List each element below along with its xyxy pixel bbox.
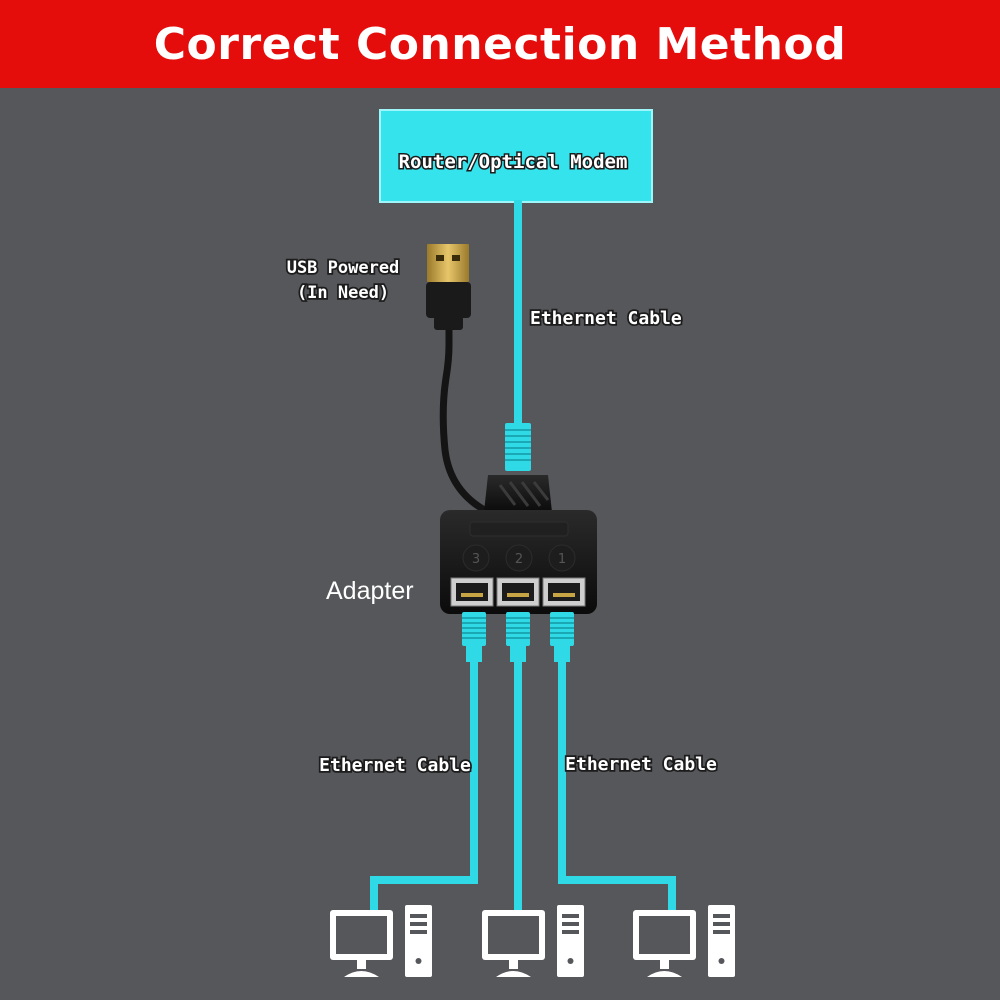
router-label: Router/Optical Modem — [399, 151, 628, 173]
desktop-computer-icon — [330, 905, 432, 977]
uplink-cable-label: Ethernet Cable — [530, 308, 682, 329]
right-cable-label: Ethernet Cable — [565, 754, 717, 775]
usb-label-line1: USB Powered — [287, 258, 400, 278]
router-modem-box: Router/Optical Modem — [379, 109, 653, 203]
port-number-3: 3 — [472, 552, 480, 567]
desktop-computer-icon — [482, 905, 584, 977]
desktop-computer-icon — [633, 905, 735, 977]
usb-power-cable — [439, 326, 492, 516]
usb-plug-icon — [426, 244, 471, 330]
right-ethernet-cable — [558, 660, 676, 910]
page-title: Correct Connection Method — [153, 18, 847, 70]
adapter-label: Adapter — [326, 577, 414, 605]
uplink-rj45-connector — [505, 423, 531, 471]
left-ethernet-cable — [370, 660, 478, 910]
right-rj45-connector — [550, 612, 574, 662]
ethernet-splitter-adapter: 3 2 1 — [440, 475, 597, 614]
usb-label-line2: (In Need) — [297, 283, 389, 303]
uplink-cable — [514, 200, 522, 428]
left-rj45-connector — [462, 612, 486, 662]
rj45-port-3 — [450, 577, 494, 607]
rj45-port-1 — [542, 577, 586, 607]
rj45-port-2 — [496, 577, 540, 607]
title-banner: Correct Connection Method — [0, 0, 1000, 88]
port-number-2: 2 — [515, 552, 523, 567]
port-number-1: 1 — [558, 552, 566, 567]
middle-rj45-connector — [506, 612, 530, 662]
left-cable-label: Ethernet Cable — [319, 755, 471, 776]
